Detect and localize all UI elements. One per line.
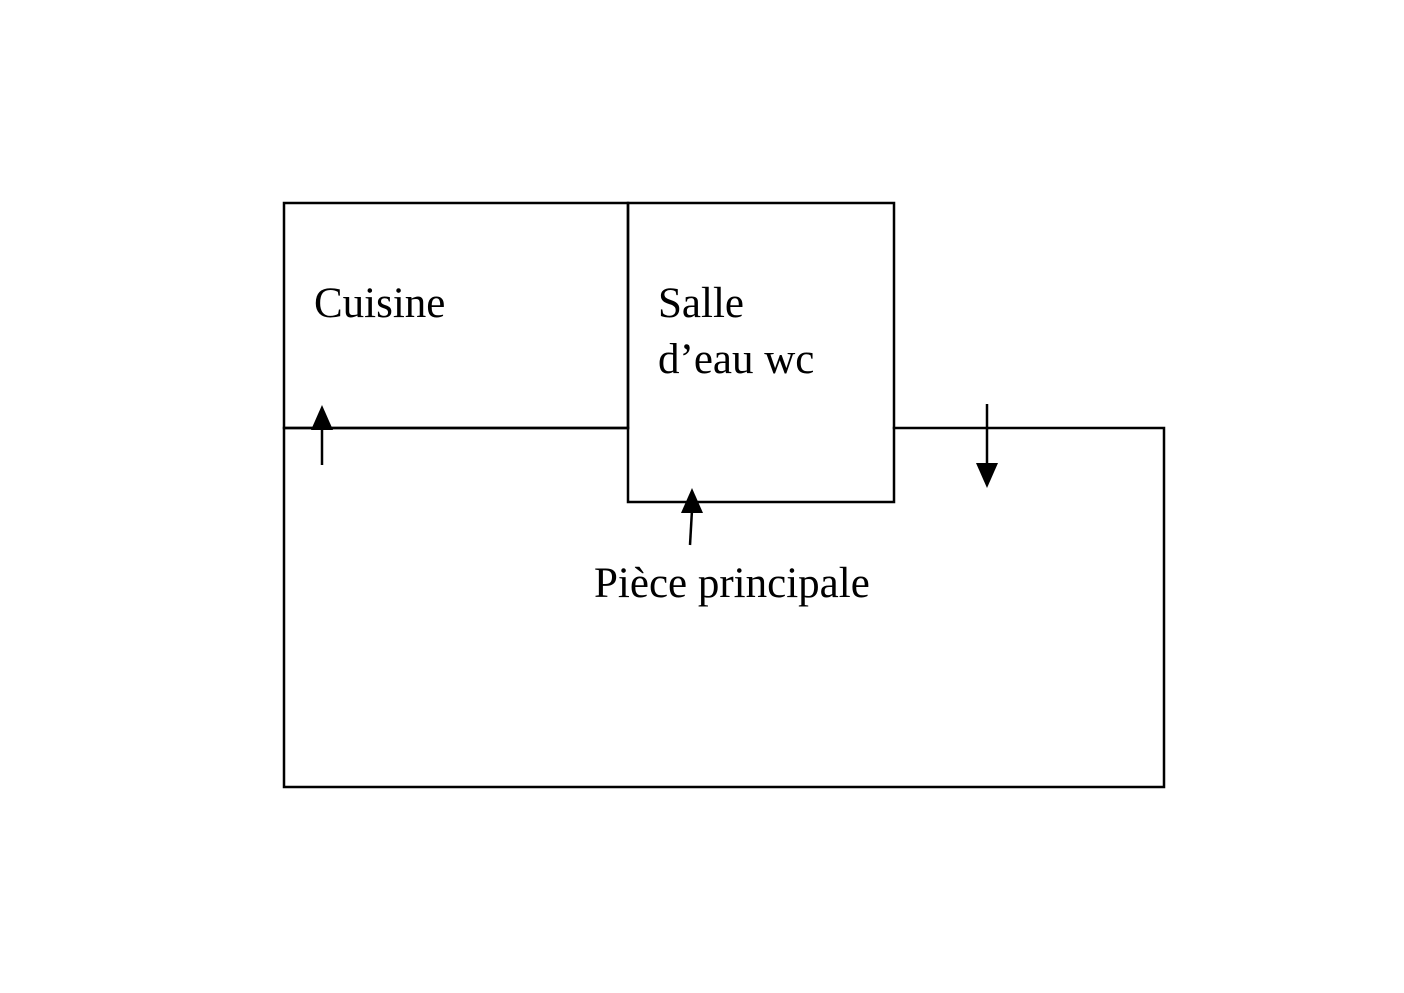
door-arrow-main-room [976, 404, 998, 488]
arrow-up-icon [681, 488, 703, 513]
arrow-up-icon [311, 405, 333, 430]
main-room-label: Pièce principale [594, 560, 870, 607]
door-arrow-kitchen [311, 405, 333, 465]
bathroom-label-line2: d’eau wc [658, 336, 814, 383]
main-room-outline [282, 426, 1166, 789]
kitchen-label: Cuisine [314, 280, 445, 327]
arrow-shaft [688, 509, 694, 546]
bathroom-room [626, 201, 896, 504]
door-arrow-bathroom [681, 488, 703, 546]
bathroom-label-line1: Salle [658, 280, 744, 327]
arrow-down-icon [976, 463, 998, 488]
walls [282, 201, 1166, 789]
